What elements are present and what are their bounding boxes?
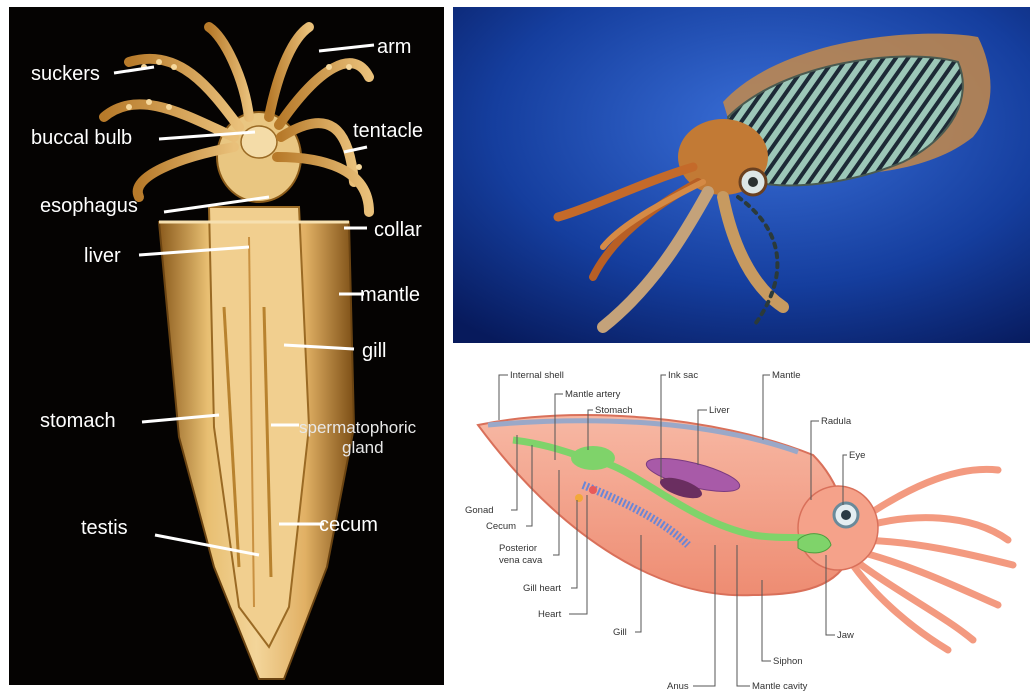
label-spermatophoric: spermatophoric bbox=[299, 418, 417, 437]
label-liver: liver bbox=[84, 245, 121, 267]
label-mantle-artery: Mantle artery bbox=[565, 389, 621, 400]
label-ink-sac: Ink sac bbox=[668, 370, 698, 381]
dissection-photo: arm suckers tentacle buccal bulb esophag… bbox=[9, 7, 444, 685]
squid-anatomy-diagram: Internal shell Mantle artery Stomach Ink… bbox=[453, 350, 1030, 691]
label-testis: testis bbox=[81, 517, 128, 539]
label-liver: Liver bbox=[709, 405, 730, 416]
label-suckers: suckers bbox=[31, 63, 100, 85]
label-gill: gill bbox=[362, 340, 386, 362]
suckers-leader bbox=[114, 67, 154, 73]
label-internal-shell: Internal shell bbox=[510, 370, 564, 381]
label-posterior: Posterior bbox=[499, 543, 537, 554]
label-gill-heart: Gill heart bbox=[523, 583, 561, 594]
label-eye: Eye bbox=[849, 450, 865, 461]
diagram-heart bbox=[589, 486, 597, 494]
label-stomach: Stomach bbox=[595, 405, 633, 416]
label-gland: gland bbox=[342, 438, 384, 457]
label-tentacle: tentacle bbox=[353, 120, 423, 142]
label-arm: arm bbox=[377, 36, 411, 58]
dissection-illustration: arm suckers tentacle buccal bulb esophag… bbox=[9, 7, 444, 685]
label-cecum: cecum bbox=[319, 514, 378, 536]
label-siphon: Siphon bbox=[773, 656, 803, 667]
label-jaw: Jaw bbox=[837, 630, 854, 641]
diagram-stomach bbox=[571, 446, 615, 470]
anatomy-illustration: Internal shell Mantle artery Stomach Ink… bbox=[453, 350, 1030, 691]
diagram-gill-heart bbox=[575, 494, 583, 502]
arm-leader bbox=[319, 45, 374, 51]
label-buccal-bulb: buccal bulb bbox=[31, 127, 132, 149]
label-gonad: Gonad bbox=[465, 505, 494, 516]
label-gill: Gill bbox=[613, 627, 627, 638]
label-esophagus: esophagus bbox=[40, 195, 138, 217]
label-collar: collar bbox=[374, 219, 422, 241]
label-stomach: stomach bbox=[40, 410, 116, 432]
cuttlefish-photo bbox=[453, 7, 1030, 343]
label-anus: Anus bbox=[667, 681, 689, 691]
cuttlefish-illustration bbox=[453, 7, 1030, 343]
label-mantle: mantle bbox=[360, 284, 420, 306]
diagram-radula bbox=[798, 534, 831, 553]
label-mantle: Mantle bbox=[772, 370, 801, 381]
diagram-head bbox=[798, 486, 878, 570]
label-vena-cava: vena cava bbox=[499, 555, 543, 566]
label-mantle-cavity: Mantle cavity bbox=[752, 681, 808, 691]
diagram-arms bbox=[843, 469, 1013, 650]
label-cecum: Cecum bbox=[486, 521, 516, 532]
label-heart: Heart bbox=[538, 609, 562, 620]
label-radula: Radula bbox=[821, 416, 852, 427]
